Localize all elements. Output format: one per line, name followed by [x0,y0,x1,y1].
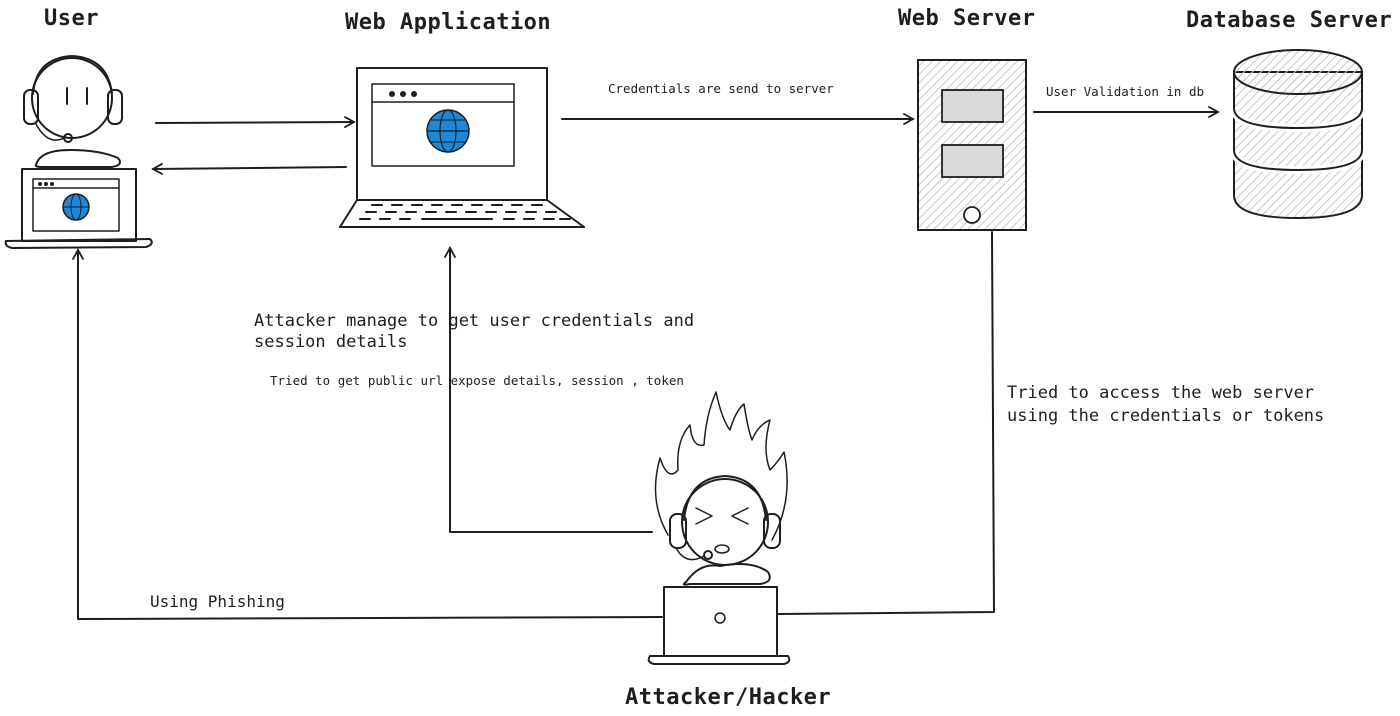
laptop-icon [647,586,791,665]
arrow-attacker-to-webapp [444,246,653,533]
attacker-credentials-label: Attacker manage to get user credentials … [254,311,695,331]
line-attacker-to-server [777,231,995,615]
database-server-title: Database Server [1186,8,1393,33]
server-device-icon [917,59,1027,231]
database-cylinder-icon [1230,49,1366,220]
phishing-label: Using Phishing [150,592,285,611]
validation-edge-label: User Validation in db [1046,84,1205,99]
arrow-user-to-webapp [155,116,356,128]
laptop-globe-icon [4,168,153,249]
access-server-label-2: using the credentials or tokens [1007,406,1325,426]
angry-hacker-icon [654,391,788,586]
web-server-title: Web Server [898,6,1036,31]
access-server-label: Tried to access the web server [1007,383,1315,403]
arrow-webapp-to-user [151,163,347,175]
laptop-globe-icon [339,67,585,228]
attacker-credentials-label-2: session details [254,332,408,352]
arrow-attacker-to-user [72,248,663,620]
user-title: User [44,6,99,31]
credentials-edge-label: Credentials are send to server [608,81,834,96]
web-application-title: Web Application [345,10,552,35]
attacker-title: Attacker/Hacker [625,685,832,710]
headset-user-icon [23,55,123,168]
public-url-label: Tried to get public url expose details, … [270,373,684,388]
